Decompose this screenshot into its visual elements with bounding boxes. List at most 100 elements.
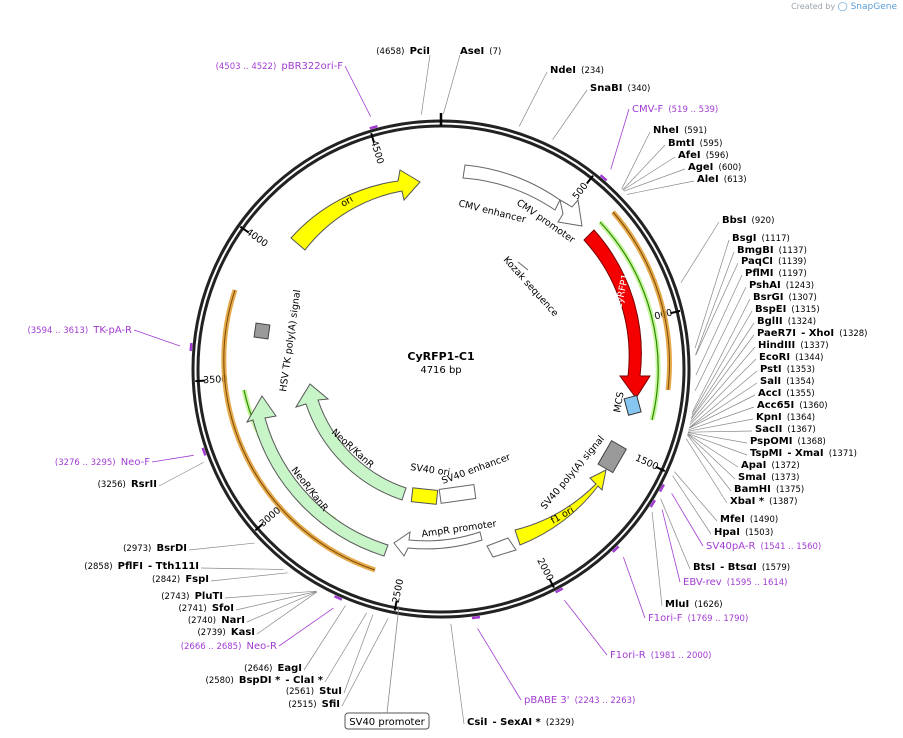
primer-leader — [477, 628, 522, 701]
enzyme-label: HindIII (1337) — [758, 333, 829, 352]
primer-bar — [201, 447, 207, 456]
enzyme-position: (1364) — [787, 413, 815, 423]
enzyme-leader — [343, 614, 374, 694]
enzyme-leader — [688, 394, 756, 429]
enzyme-name: HindIII — [758, 340, 795, 351]
enzyme-leader — [695, 274, 743, 376]
enzyme-leader — [688, 430, 753, 433]
enzyme-label: AfeI (596) — [678, 143, 729, 162]
enzyme-leader — [235, 591, 317, 611]
enzyme-position: (2515) — [288, 700, 316, 710]
enzyme-leader — [210, 572, 288, 582]
enzyme-label: AccI (1355) — [758, 381, 815, 400]
enzyme-name: PciI — [410, 46, 430, 57]
enzyme-leader — [688, 406, 755, 431]
label-sv40-enhancer: SV40 enhancer — [440, 452, 512, 487]
enzyme-position: (1372) — [771, 461, 799, 471]
feature-neor-inner-arrow — [294, 383, 407, 501]
enzyme-leader — [695, 262, 739, 356]
enzyme-position: (1353) — [787, 365, 815, 375]
feature-ampr-promoter-body — [393, 530, 483, 557]
enzyme-label: SacII (1367) — [755, 417, 816, 436]
enzyme-position: (1373) — [771, 473, 799, 483]
enzyme-position: (2842) — [152, 575, 180, 585]
enzyme-leader — [651, 512, 663, 607]
feature-sv40-polya-box — [597, 440, 627, 474]
enzyme-name: - XmaI — [787, 448, 823, 459]
enzyme-name: AleI — [697, 174, 719, 185]
primer-name: F1ori-F — [648, 613, 683, 624]
enzyme-position: (920) — [752, 216, 775, 226]
enzyme-position: (4658) — [376, 47, 404, 57]
enzyme-leader — [672, 475, 712, 535]
snapgene-brand: SnapGene — [850, 2, 897, 12]
enzyme-leader — [690, 346, 756, 423]
enzyme-label: (2580) BspDI * - ClaI * — [206, 668, 324, 687]
feature-f1-ori-arrow — [514, 469, 607, 546]
primer-label: F1ori-F (1769 .. 1790) — [648, 606, 748, 625]
enzyme-position: (1307) — [789, 293, 817, 303]
enzyme-leader — [694, 286, 747, 391]
orf-arc-cyrfp1-inner-line — [599, 221, 659, 421]
enzyme-position: (3256) — [98, 480, 126, 490]
sv40-promoter-leader — [386, 605, 400, 714]
primer-range: (2666 .. 2685) — [181, 642, 242, 652]
primer-bar — [649, 499, 657, 508]
primer-label: CMV-F (519 .. 539) — [632, 97, 718, 116]
enzyme-name: TspMI — [750, 448, 782, 459]
feature-cmv-promoter-arrow — [557, 198, 583, 227]
enzyme-label: BbsI (920) — [722, 208, 774, 227]
enzyme-label: TspMI - XmaI (1371) — [750, 441, 857, 460]
tick-mark — [239, 225, 250, 234]
enzyme-name: BsrGI — [753, 292, 783, 303]
primer-label: (3276 .. 3295) Neo-F — [55, 450, 150, 469]
enzyme-label: (2739) KasI — [197, 620, 255, 639]
enzyme-label: PflMI (1197) — [745, 261, 807, 280]
feature-ori-arrow — [290, 169, 421, 251]
tick-mark — [370, 132, 375, 143]
enzyme-position: (2858) — [84, 562, 112, 572]
orf-arc-cyrfp1-outer-line — [612, 211, 670, 391]
enzyme-label: MluI (1626) — [665, 592, 723, 611]
primer-range: (3594 .. 3613) — [27, 326, 88, 336]
enzyme-name: PflFI — [118, 561, 143, 572]
enzyme-label: (2740) NarI — [188, 608, 245, 627]
primer-range: (1981 .. 2000) — [651, 651, 712, 661]
enzyme-name: AseI — [460, 46, 484, 57]
tick-mark — [393, 600, 398, 611]
enzyme-position: (596) — [706, 151, 729, 161]
enzyme-label: (2743) PluTI — [161, 584, 223, 603]
enzyme-leader — [324, 612, 367, 683]
enzyme-name: KasI — [231, 627, 255, 638]
enzyme-leader — [341, 618, 389, 707]
enzyme-position: (234) — [581, 66, 604, 76]
primer-leader — [661, 509, 681, 583]
enzyme-name: BmgBI — [737, 245, 774, 256]
primer-leader — [344, 65, 372, 117]
primer-name: pBABE 3' — [524, 695, 570, 706]
enzyme-name: XbaI * — [730, 496, 765, 507]
enzyme-position: (1503) — [745, 528, 773, 538]
enzyme-position: (1367) — [787, 425, 815, 435]
primer-name: EBV-rev — [683, 577, 722, 588]
enzyme-position: (1490) — [750, 515, 778, 525]
primer-bar — [555, 587, 564, 594]
primer-bar — [333, 595, 343, 601]
primer-name: F1ori-R — [610, 650, 646, 661]
enzyme-label: SmaI (1373) — [738, 465, 799, 484]
enzyme-label: Acc65I (1360) — [757, 393, 828, 412]
primer-label: SV40pA-R (1541 .. 1560) — [706, 534, 821, 553]
enzyme-leader — [688, 382, 758, 429]
enzyme-name: AgeI — [688, 162, 713, 173]
enzyme-leader — [420, 54, 431, 115]
enzyme-position: (1354) — [786, 377, 814, 387]
enzyme-label: BmtI (595) — [668, 131, 723, 150]
enzyme-label: PaeR7I - XhoI (1328) — [757, 321, 868, 340]
label-sv40-promoter: SV40 promoter — [349, 717, 425, 728]
enzyme-position: (1387) — [769, 497, 797, 507]
enzyme-label: (2973) BsrDI — [123, 536, 187, 555]
enzyme-position: (2740) — [188, 616, 216, 626]
enzyme-name: Acc65I — [757, 400, 794, 411]
